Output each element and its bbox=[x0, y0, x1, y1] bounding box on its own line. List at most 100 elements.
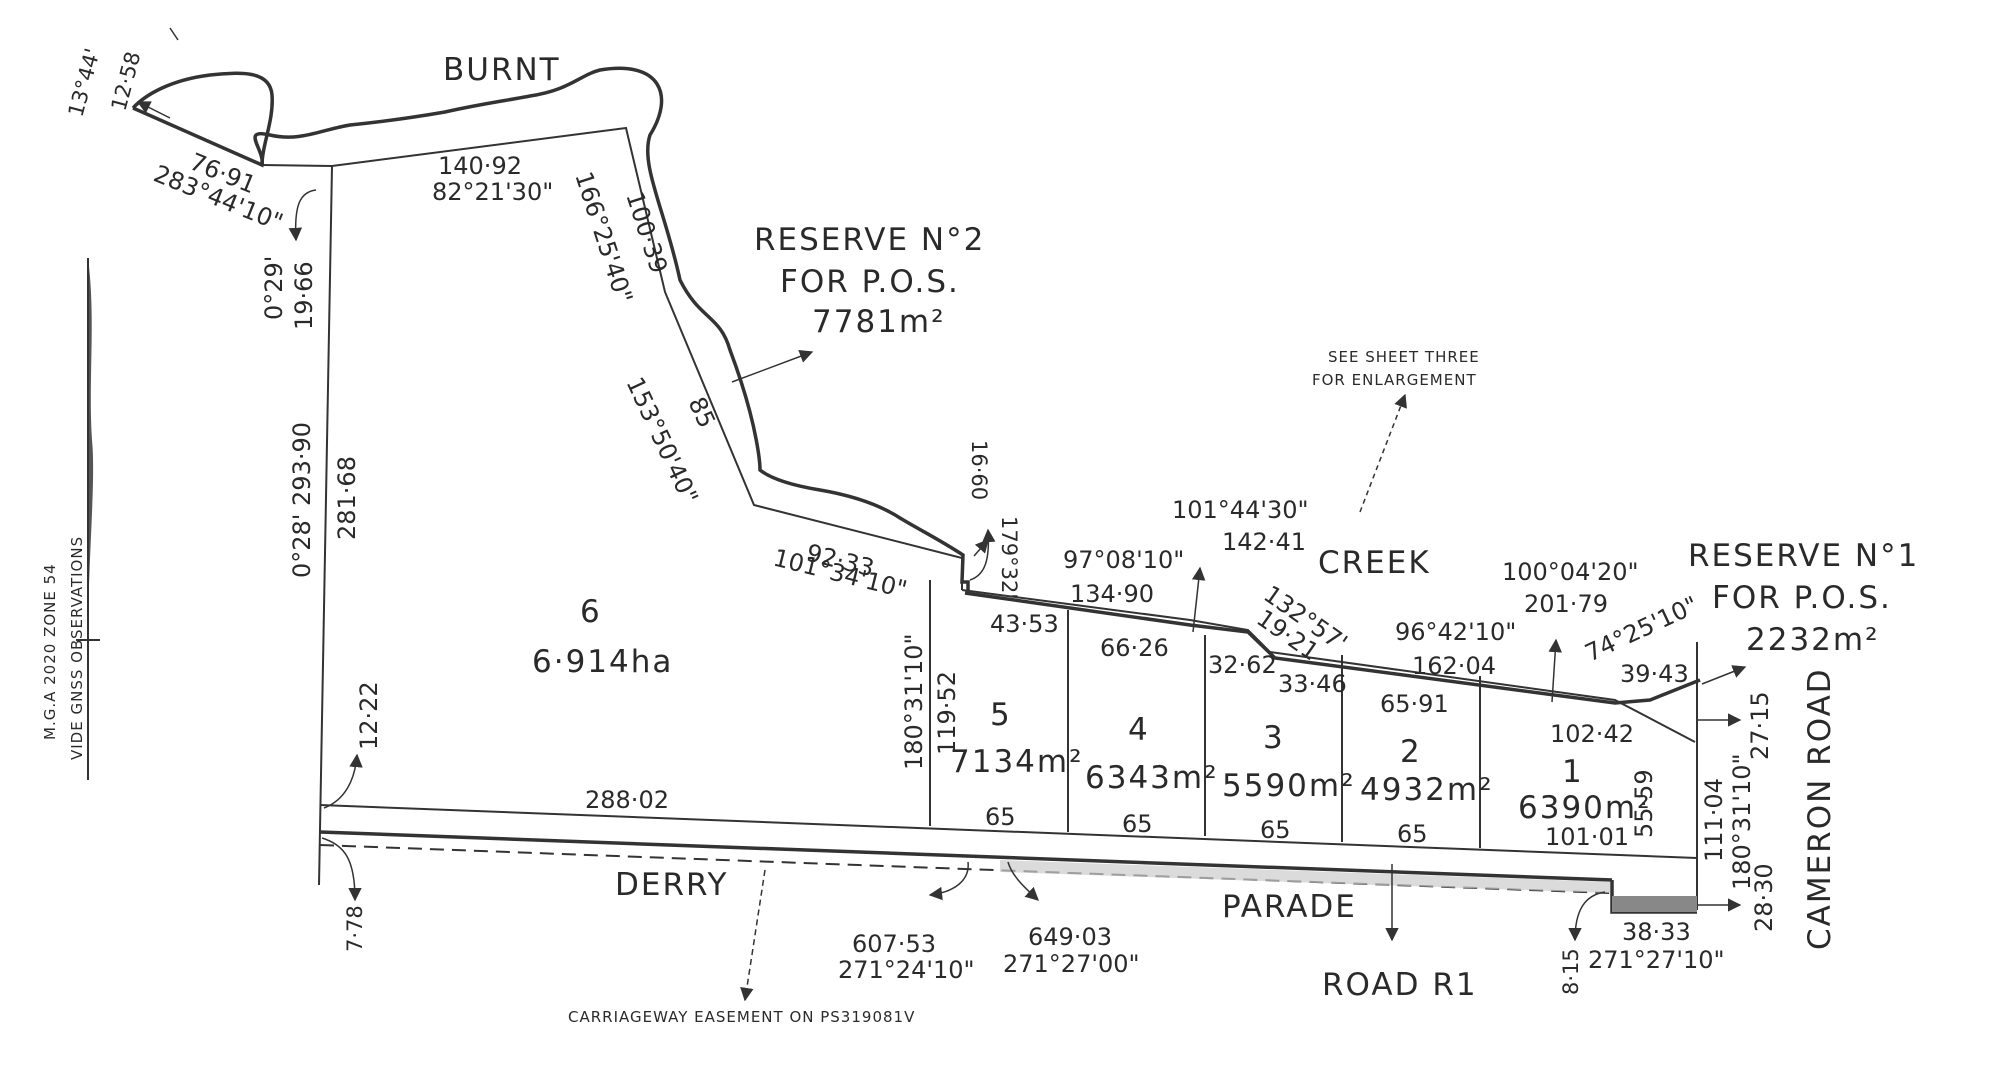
dim-bearing: 13°44' bbox=[64, 46, 105, 120]
dim-distance: 100·39 bbox=[620, 188, 673, 277]
easement-dashed-line bbox=[319, 844, 1611, 894]
arrow-icon bbox=[288, 189, 317, 242]
dim-bearing: 96°42'10" bbox=[1395, 618, 1516, 646]
dim-bearing: 101°44'30" bbox=[1172, 496, 1309, 524]
dim-bearing: 271°27'10" bbox=[1588, 946, 1725, 974]
dim-distance: 27·15 bbox=[1746, 691, 1774, 760]
dim-bearing: 271°27'00" bbox=[1003, 950, 1140, 978]
dim-bearing: 97°08'10" bbox=[1063, 546, 1184, 574]
dim-distance: 111·04 bbox=[1700, 778, 1728, 862]
lot-5-area: 7134m² bbox=[950, 744, 1084, 780]
lot-2-number: 2 bbox=[1400, 734, 1422, 770]
road-r1-label: ROAD R1 bbox=[1322, 967, 1478, 1003]
street-name-parade: PARADE bbox=[1222, 889, 1357, 925]
leader-arrows bbox=[136, 101, 1747, 1002]
arrow-icon bbox=[136, 101, 171, 119]
lot-4-number: 4 bbox=[1128, 712, 1150, 748]
dim-distance: 39·43 bbox=[1620, 660, 1689, 688]
dim-distance: 65 bbox=[1122, 810, 1153, 838]
easement-note: CARRIAGEWAY EASEMENT ON PS319081V bbox=[568, 1008, 915, 1026]
street-name-creek: CREEK bbox=[1318, 545, 1431, 581]
lot6-inner-boundary bbox=[331, 126, 963, 590]
dimension-labels: 13°44' 12·58 76·91 283°44'10" 140·92 82°… bbox=[64, 46, 1778, 995]
dim-distance: 142·41 bbox=[1222, 528, 1306, 556]
street-name-burnt: BURNT bbox=[443, 52, 561, 88]
west-boundary bbox=[318, 165, 333, 886]
enlargement-arrow-icon bbox=[1359, 393, 1407, 513]
arrow-icon bbox=[1191, 566, 1206, 633]
dim-bearing: 153°50'40" bbox=[621, 373, 704, 509]
dim-distance: 101·01 bbox=[1545, 823, 1629, 851]
reserve2-arrow-icon bbox=[731, 349, 814, 383]
dim-distance: 134·90 bbox=[1070, 580, 1154, 608]
lot-6-area: 6·914ha bbox=[532, 644, 673, 680]
easement-arrow-icon bbox=[740, 869, 766, 1002]
dim-distance: 85 bbox=[683, 393, 721, 433]
dim-distance: 65·91 bbox=[1380, 690, 1449, 718]
arrow-icon bbox=[969, 528, 996, 581]
creek-meander-line bbox=[132, 66, 970, 590]
arrow-icon bbox=[973, 538, 989, 557]
dim-distance: 140·92 bbox=[438, 152, 522, 180]
dim-distance: 12·22 bbox=[355, 681, 383, 750]
street-name-cameron-road: CAMERON ROAD bbox=[1802, 667, 1838, 950]
dim-bearing: 166°25'40" bbox=[569, 168, 638, 307]
see-sheet-note-line1: SEE SHEET THREE bbox=[1328, 348, 1480, 366]
dim-distance: 649·03 bbox=[1028, 923, 1112, 951]
lot-6-number: 6 bbox=[580, 594, 602, 630]
dim-distance: 7·78 bbox=[343, 905, 367, 952]
reserve2-line2: FOR P.O.S. bbox=[780, 264, 960, 300]
lot-3-area: 5590m² bbox=[1222, 768, 1356, 804]
dim-distance: 607·53 bbox=[852, 930, 936, 958]
dim-distance: 281·68 bbox=[333, 456, 361, 540]
dim-distance: 38·33 bbox=[1622, 918, 1691, 946]
dim-bearing: 271°24'10" bbox=[838, 956, 975, 984]
arrow-icon bbox=[1548, 638, 1562, 703]
lots-south-boundary bbox=[319, 804, 1698, 859]
lot-1-number: 1 bbox=[1562, 754, 1584, 790]
dim-distance: 32·62 bbox=[1208, 651, 1277, 679]
dim-distance: 119·52 bbox=[933, 671, 961, 755]
mga-note-line1: M.G.A 2020 ZONE 54 bbox=[41, 563, 59, 740]
reserve1-area: 2232m² bbox=[1746, 622, 1880, 658]
edge-mark bbox=[169, 27, 179, 41]
north-arrow-icon bbox=[88, 258, 94, 640]
arrow-icon bbox=[1007, 861, 1039, 901]
dim-bearing: 180°31'10" bbox=[1728, 753, 1756, 890]
see-sheet-note-line2: FOR ENLARGEMENT bbox=[1312, 371, 1477, 389]
easement-shading bbox=[1000, 860, 1610, 893]
creek-hook-line bbox=[131, 71, 274, 166]
dim-distance: 16·60 bbox=[967, 440, 991, 500]
dim-bearing: 82°21'30" bbox=[432, 178, 553, 206]
street-name-derry: DERRY bbox=[615, 867, 729, 903]
reserve2-area: 7781m² bbox=[812, 304, 946, 340]
arrow-icon bbox=[928, 861, 969, 901]
dim-bearing: 100°04'20" bbox=[1502, 558, 1639, 586]
road-corner-hatch bbox=[1612, 896, 1697, 912]
dim-distance: 43·53 bbox=[990, 610, 1059, 638]
reserve2-line1: RESERVE N°2 bbox=[754, 222, 985, 258]
boundary-linework bbox=[76, 27, 1701, 914]
lot-1-area: 6390m² bbox=[1518, 790, 1652, 826]
dim-distance: 33·46 bbox=[1278, 670, 1347, 698]
nw-boundary bbox=[261, 164, 333, 167]
dim-distance: 162·04 bbox=[1412, 652, 1496, 680]
dim-distance: 8·15 bbox=[1559, 948, 1583, 995]
arrow-icon bbox=[321, 837, 362, 902]
dim-bearing: 179°32' bbox=[997, 516, 1021, 599]
lot-4-area: 6343m² bbox=[1085, 760, 1219, 796]
dim-distance: 65 bbox=[1260, 816, 1291, 844]
dim-distance: 19·66 bbox=[290, 261, 318, 330]
dim-distance: 66·26 bbox=[1100, 634, 1169, 662]
lot-2-area: 4932m² bbox=[1360, 772, 1494, 808]
mga-note-line2: VIDE GNSS OBSERVATIONS bbox=[68, 536, 86, 760]
road-north-edge bbox=[319, 830, 1613, 882]
dim-distance: 28·30 bbox=[1750, 863, 1778, 932]
dim-distance: 55·59 bbox=[1630, 769, 1658, 838]
dim-distance: 288·02 bbox=[585, 786, 669, 814]
dim-distance: 201·79 bbox=[1524, 590, 1608, 618]
dim-west-combined: 0°28' 293·90 bbox=[288, 422, 316, 578]
dim-bearing: 180°31'10" bbox=[900, 633, 928, 770]
reserve1-line2: FOR P.O.S. bbox=[1712, 580, 1892, 616]
dim-distance: 65 bbox=[1397, 820, 1428, 848]
